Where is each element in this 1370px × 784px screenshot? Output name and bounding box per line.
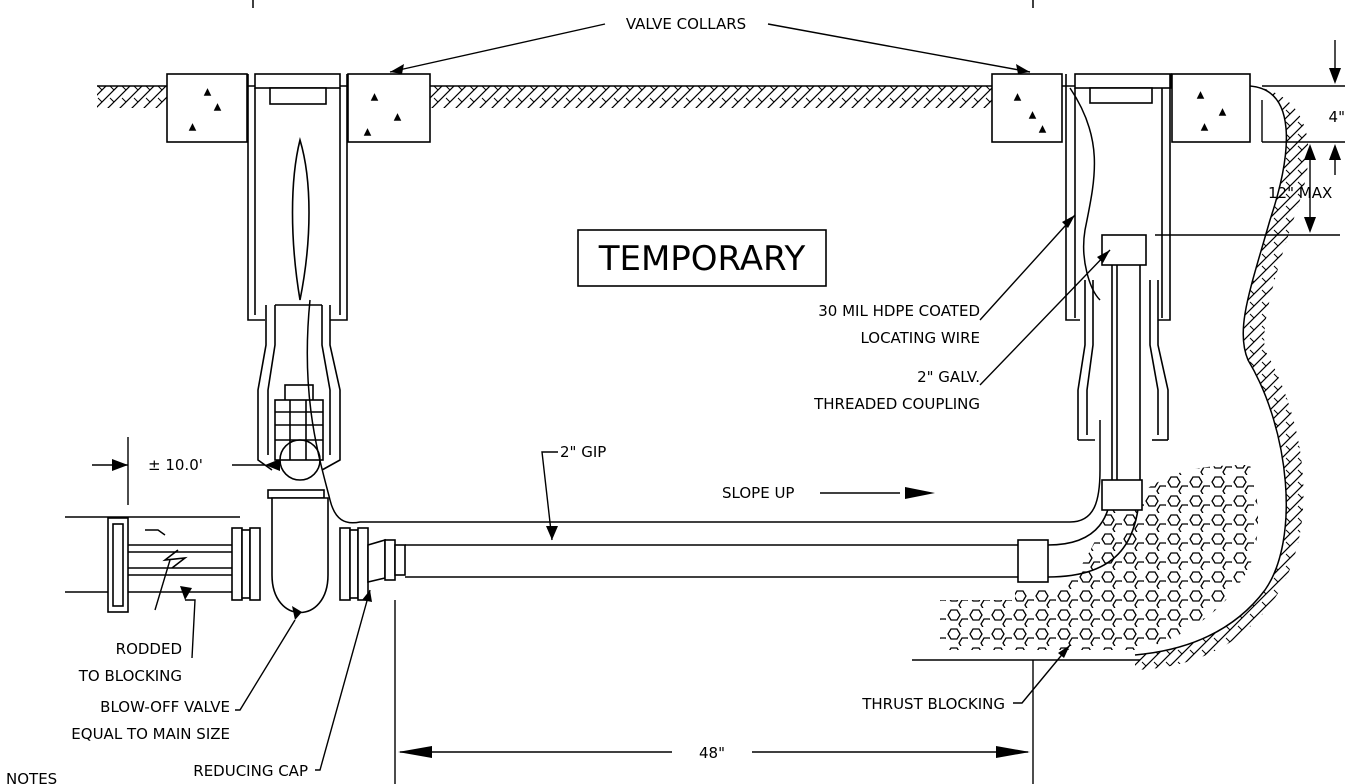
- label-rodded-2: TO BLOCKING: [78, 667, 182, 685]
- svg-text:▴: ▴: [190, 122, 195, 133]
- title: TEMPORARY: [598, 239, 806, 279]
- label-valve-collars: VALVE COLLARS: [626, 15, 746, 33]
- dimension-right-arrows: [1304, 68, 1341, 233]
- label-offset: ± 10.0': [148, 456, 203, 474]
- svg-text:▴: ▴: [1030, 110, 1035, 121]
- gip-pipe: [405, 234, 1147, 583]
- svg-text:▴: ▴: [1202, 122, 1207, 133]
- thrust-blocking-gravel: [940, 465, 1258, 650]
- label-blowoff-2: EQUAL TO MAIN SIZE: [71, 725, 230, 743]
- dimension-4-and-12: [1155, 40, 1345, 236]
- sheet-border-ticks: [252, 0, 1034, 8]
- svg-text:▴: ▴: [215, 102, 220, 113]
- right-valve-box: [1065, 73, 1172, 441]
- label-coupling-1: 2" GALV.: [917, 368, 980, 386]
- left-valve-collar: ▴ ▴ ▴ ▴ ▴ ▴: [166, 73, 431, 143]
- svg-text:▴: ▴: [372, 92, 377, 103]
- svg-text:▴: ▴: [205, 87, 210, 98]
- svg-text:▴: ▴: [395, 112, 400, 123]
- svg-text:▴: ▴: [365, 127, 370, 138]
- locating-wire: [306, 87, 1101, 524]
- label-dim-48: 48": [699, 744, 725, 762]
- leaders: [92, 23, 1111, 771]
- label-rodded-1: RODDED: [116, 640, 182, 658]
- label-thrust-blocking: THRUST BLOCKING: [861, 695, 1005, 713]
- dimension-48-arrows: [398, 746, 1030, 758]
- dimension-48: [394, 600, 1034, 784]
- svg-text:▴: ▴: [1015, 92, 1020, 103]
- svg-text:▴: ▴: [1198, 90, 1203, 101]
- label-hdpe-wire-2: LOCATING WIRE: [860, 329, 980, 347]
- label-coupling-2: THREADED COUPLING: [813, 395, 980, 413]
- svg-text:▴: ▴: [1220, 107, 1225, 118]
- title-box: [577, 229, 827, 287]
- label-dim-12-max: 12" MAX: [1268, 184, 1332, 202]
- main-pipe: [65, 516, 406, 613]
- svg-text:▴: ▴: [1040, 124, 1045, 135]
- label-notes: NOTES: [6, 770, 57, 784]
- label-hdpe-wire-1: 30 MIL HDPE COATED: [818, 302, 980, 320]
- label-slope-up: SLOPE UP: [722, 484, 794, 502]
- right-valve-collar: ▴ ▴ ▴ ▴ ▴ ▴: [991, 73, 1251, 143]
- arrowheads: [112, 64, 1110, 658]
- label-reducing-cap: REDUCING CAP: [193, 762, 308, 780]
- left-valve-box: [247, 73, 348, 471]
- blow-off-valve: [267, 384, 329, 614]
- label-gip: 2" GIP: [560, 443, 606, 461]
- label-blowoff-1: BLOW-OFF VALVE: [100, 698, 230, 716]
- label-dim-4: 4": [1329, 108, 1345, 126]
- excavation-earth: [912, 85, 1309, 670]
